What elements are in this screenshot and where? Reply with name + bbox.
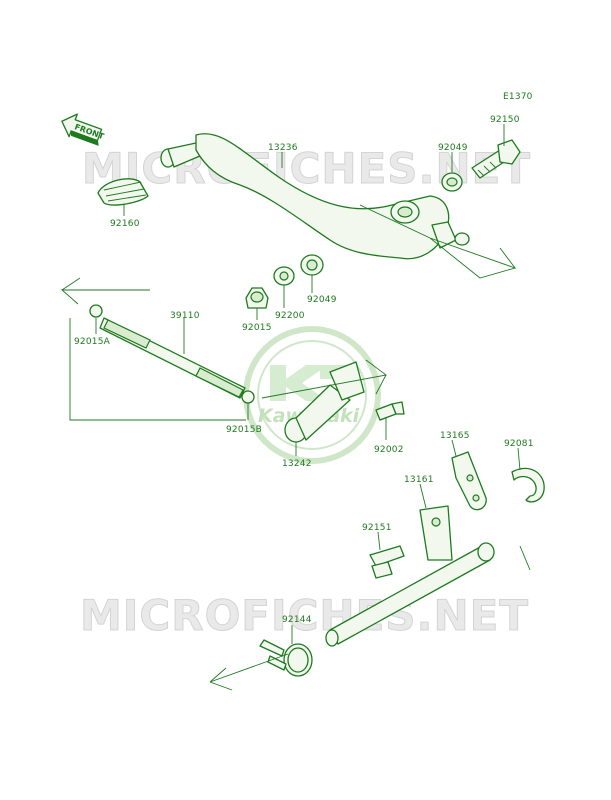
label-92150: 92150 [490,115,520,125]
label-92002: 92002 [374,445,404,455]
diagram-code: E1370 [503,92,533,102]
label-92151: 92151 [362,523,392,533]
label-92015: 92015 [242,323,272,333]
part-labels: 92150 13236 92049 92160 92049 39110 9201… [74,115,534,625]
label-92200: 92200 [275,311,305,321]
label-92049-upper: 92049 [438,143,468,153]
label-13236: 13236 [268,143,298,153]
label-92144: 92144 [282,615,312,625]
shift-lever-arm [284,361,365,443]
bolt-92002 [375,401,405,421]
return-spring [259,639,313,677]
label-39110: 39110 [170,311,200,321]
label-92049-lower: 92049 [307,295,337,305]
circlip [511,467,545,503]
label-13165: 13165 [440,431,470,441]
shift-shaft [325,505,495,647]
brake-pedal [160,133,470,260]
front-arrow: FRONT [61,113,106,146]
pivot-bolt [471,139,521,179]
leader-lines [60,124,531,691]
stud [369,545,405,579]
label-92160: 92160 [110,219,140,229]
shift-rod [89,304,255,404]
washer-upper [441,172,463,192]
watermark-top: MICROFICHES.NET [82,144,531,193]
label-92081: 92081 [504,439,534,449]
plate [451,451,487,511]
label-13242: 13242 [282,459,312,469]
label-92015a: 92015A [74,337,111,347]
label-92015b: 92015B [226,425,262,435]
washer-lower [300,254,324,276]
label-13161: 13161 [404,475,434,485]
pedal-rubber [97,178,149,206]
cap-nut [245,287,269,309]
kawasaki-logo: Kawasaki [243,326,381,464]
bushing [273,266,295,286]
watermark-bottom: MICROFICHES.NET [80,591,529,640]
